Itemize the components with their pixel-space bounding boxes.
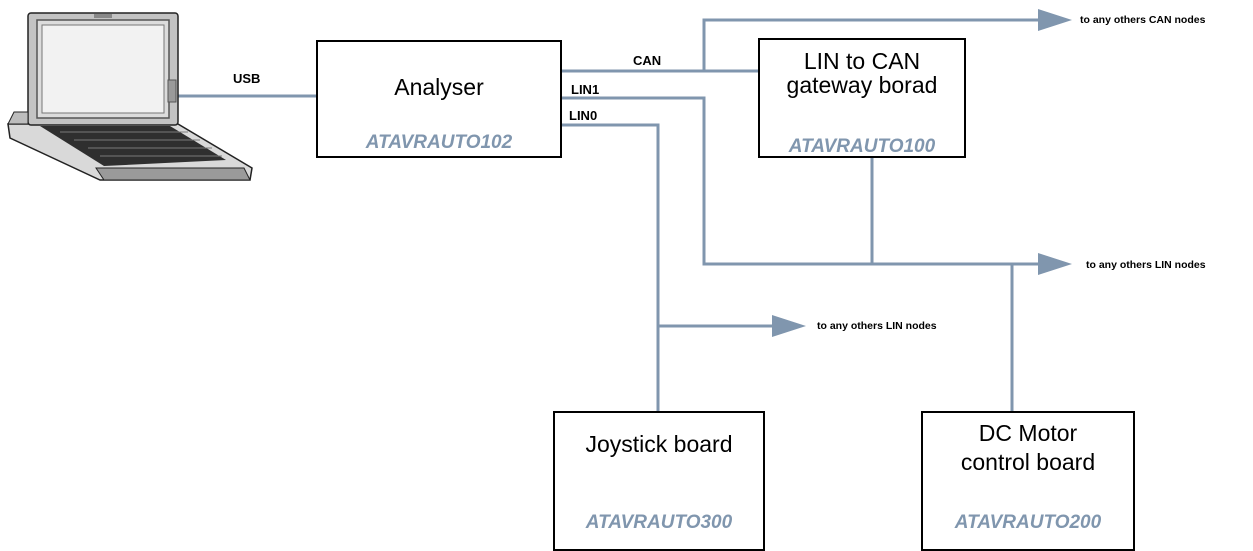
lin0-label: LIN0	[569, 108, 598, 123]
gateway-title-line2: gateway borad	[786, 72, 938, 98]
wiring-layer	[7, 9, 1072, 411]
usb-label: USB	[233, 71, 261, 86]
joystick-title: Joystick board	[585, 431, 733, 457]
arrow-head-icon	[772, 315, 806, 337]
can-label: CAN	[633, 53, 662, 68]
analyser-part-number: ATAVRAUTO102	[365, 132, 513, 153]
motor-title-line1: DC Motor	[978, 420, 1078, 446]
analyser-box: Analyser ATAVRAUTO102	[316, 40, 562, 158]
motor-part-number: ATAVRAUTO200	[954, 512, 1102, 533]
analyser-title: Analyser	[394, 74, 484, 100]
lin1-label: LIN1	[571, 82, 600, 97]
joystick-box: Joystick board ATAVRAUTO300	[553, 411, 765, 551]
joystick-part-number: ATAVRAUTO300	[585, 512, 733, 533]
arrow-head-icon	[1038, 253, 1072, 275]
can-nodes-label: to any others CAN nodes	[1080, 14, 1206, 26]
lin-nodes-mid-label: to any others LIN nodes	[817, 320, 937, 332]
arrow-head-icon	[1038, 9, 1072, 31]
motor-title-line2: control board	[960, 449, 1096, 475]
motor-box: DC Motor control board ATAVRAUTO200	[921, 411, 1135, 551]
lin0-wire	[562, 123, 660, 411]
can-out-wire	[702, 18, 1040, 71]
laptop-icon	[7, 12, 253, 181]
lin-nodes-right-label: to any others LIN nodes	[1086, 259, 1206, 271]
gateway-box: LIN to CAN gateway borad ATAVRAUTO100	[758, 38, 966, 158]
network-diagram: Analyser ATAVRAUTO102 LIN to CAN gateway…	[7, 9, 1206, 551]
gateway-part-number: ATAVRAUTO100	[788, 136, 936, 157]
gateway-title-line1: LIN to CAN	[803, 48, 921, 74]
